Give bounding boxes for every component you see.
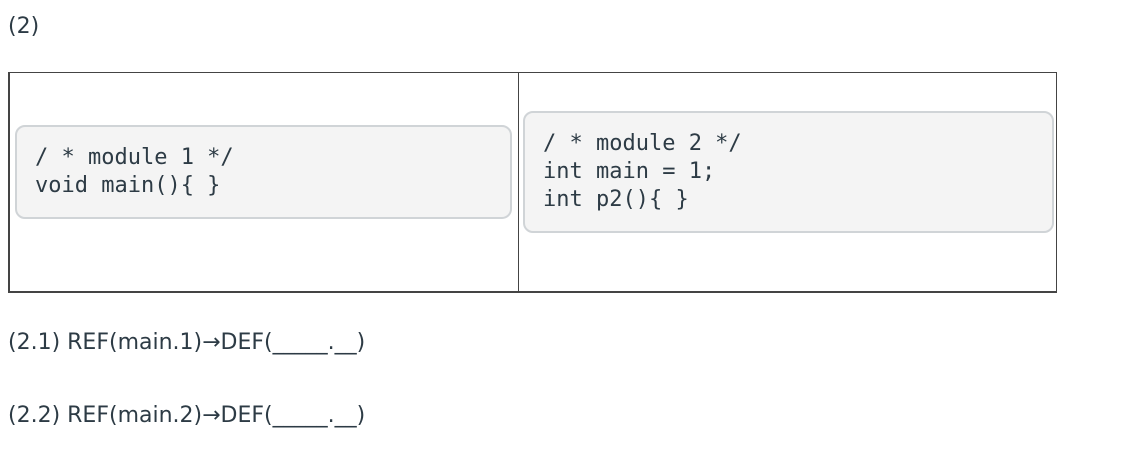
code-block-module-2: / * module 2 */ int main = 1; int p2(){ } — [523, 111, 1054, 233]
question-2-2: (2.2) REF(main.2)→DEF(_____.__) — [8, 403, 366, 428]
column-divider — [518, 73, 519, 291]
question-2-1: (2.1) REF(main.1)→DEF(_____.__) — [8, 330, 366, 355]
code-block-module-1: / * module 1 */ void main(){ } — [15, 125, 512, 219]
code-line: int p2(){ } — [543, 187, 689, 212]
section-heading: (2) — [8, 14, 40, 39]
code-line: void main(){ } — [35, 173, 221, 198]
code-line: / * module 2 */ — [543, 131, 742, 156]
code-line: int main = 1; — [543, 159, 716, 184]
code-line: / * module 1 */ — [35, 145, 234, 170]
modules-table: / * module 1 */ void main(){ } / * module… — [8, 72, 1057, 293]
